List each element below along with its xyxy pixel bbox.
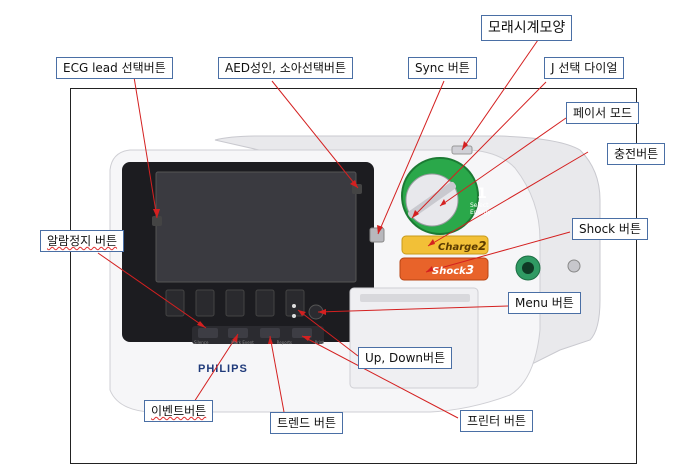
callout-j-dial: J 선택 다이얼: [544, 57, 625, 79]
callout-shock: Shock 버튼: [572, 218, 649, 240]
svg-text:PHILIPS: PHILIPS: [198, 363, 248, 375]
printer-door: [349, 287, 479, 389]
softkey-label: Silence: [194, 340, 209, 345]
dial-text: Select Energy: [470, 202, 492, 216]
callout-aed-mode: AED성인, 소아선택버튼: [218, 57, 353, 79]
softkey-labels: Silence Mark Event Reports Print: [194, 340, 324, 345]
callout-alarm-pause: 알람정지 버튼: [40, 230, 125, 252]
callout-hourglass: 모래시계모양: [481, 15, 573, 41]
callout-event: 이벤트버튼: [144, 400, 214, 422]
callout-trend: 트렌드 버튼: [270, 412, 344, 434]
dial-number: 1: [477, 186, 487, 202]
callout-printer: 프린터 버튼: [460, 410, 534, 432]
display-screen: [155, 171, 357, 283]
callout-pacer: 페이서 모드: [566, 102, 640, 124]
callout-menu: Menu 버튼: [508, 292, 581, 314]
shock-button-graphic: [399, 257, 489, 281]
callout-sync: Sync 버튼: [408, 57, 477, 79]
softkey-label: Mark Event: [231, 340, 254, 345]
reports-key: [260, 328, 280, 338]
callout-ecg-lead: ECG lead 선택버튼: [56, 57, 173, 79]
callout-charge: 충전버튼: [607, 143, 666, 165]
silence-key: [198, 328, 218, 338]
mark-event-key: [228, 328, 248, 338]
shock-label[interactable]: Shock3: [432, 263, 475, 277]
softkey-label: Reports: [276, 340, 292, 345]
charge-label[interactable]: Charge2: [438, 239, 487, 253]
callout-up-down: Up, Down버튼: [358, 347, 453, 369]
print-key: [292, 328, 312, 338]
softkey-label: Print: [314, 340, 324, 345]
